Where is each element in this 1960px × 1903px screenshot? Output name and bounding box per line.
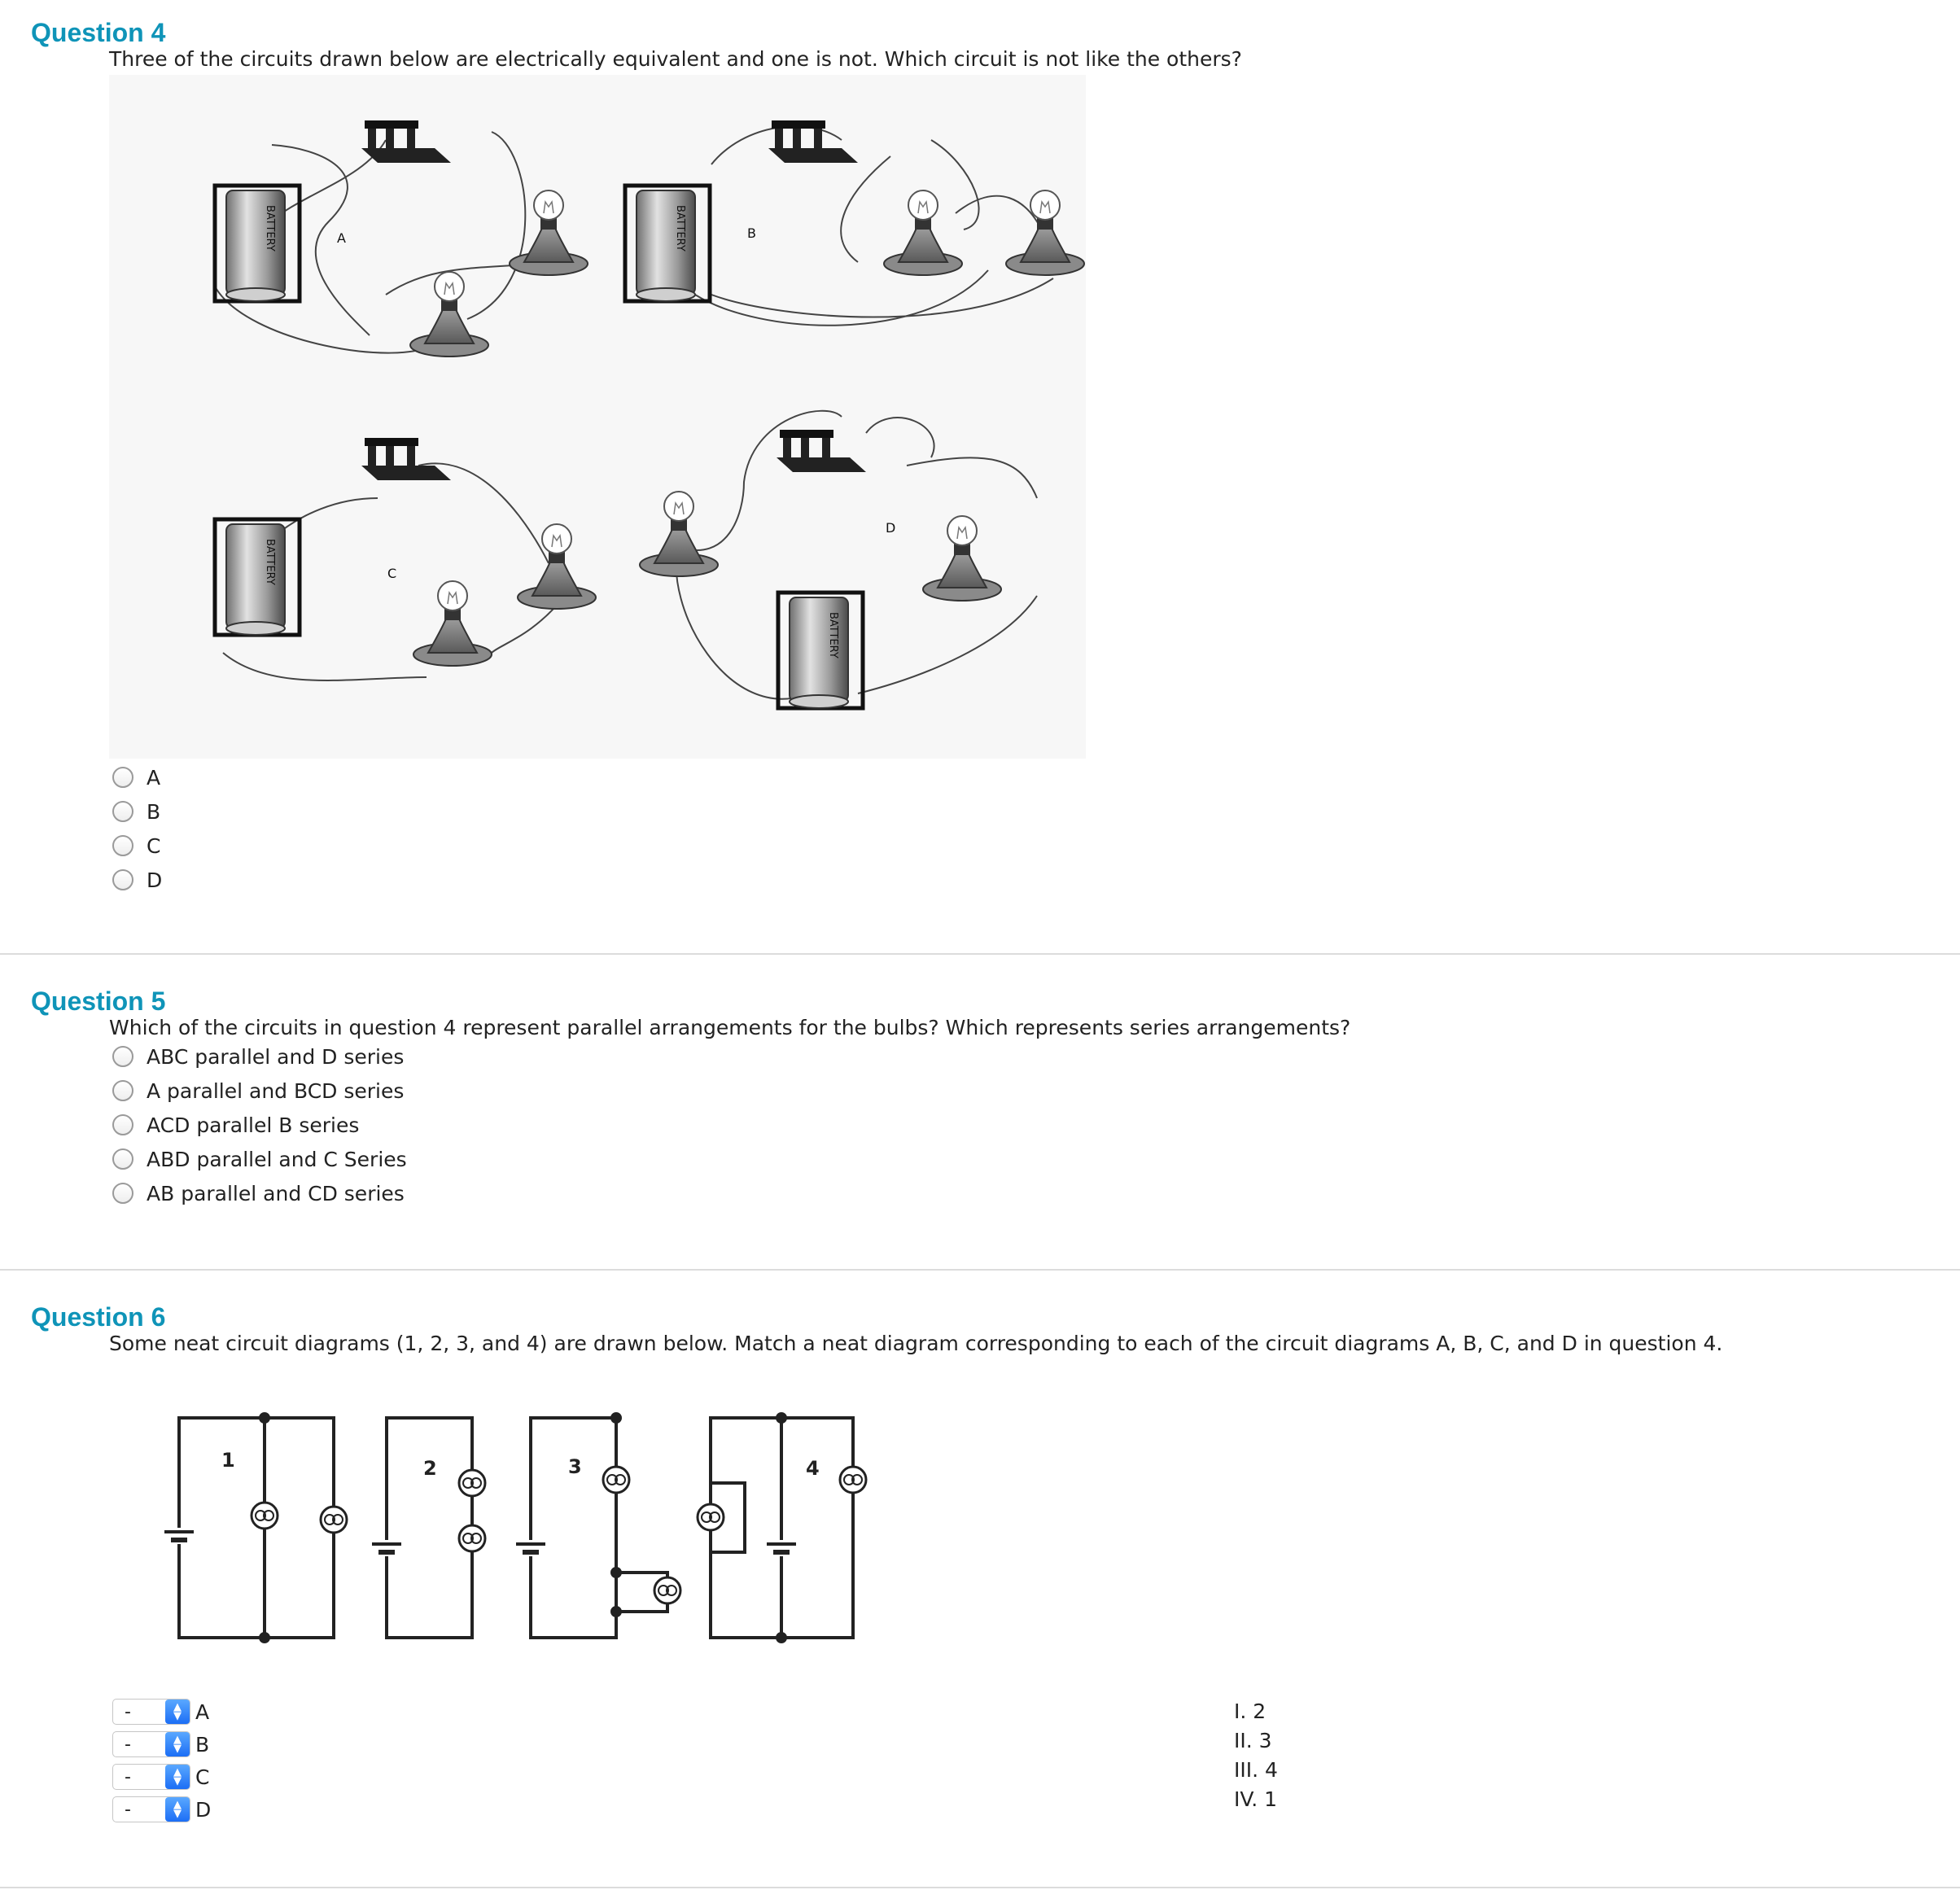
neat-diagram-3: 3 <box>516 1412 682 1639</box>
circuit-a: A <box>215 120 588 357</box>
match-select-b[interactable]: - ▲▼ <box>112 1731 190 1757</box>
q4-option-a[interactable]: A <box>112 763 160 792</box>
diagram-label-3: 3 <box>568 1455 582 1478</box>
q4-option-c[interactable]: C <box>112 831 160 860</box>
q5-radio-2[interactable] <box>112 1080 133 1101</box>
neat-diagram-2: 2 <box>372 1416 487 1639</box>
question-5-title: Question 5 <box>31 986 166 1016</box>
diagram-label-4: 4 <box>806 1457 820 1480</box>
match-select-d[interactable]: - ▲▼ <box>112 1796 190 1822</box>
q4-radio-a[interactable] <box>112 767 133 788</box>
match-select-a[interactable]: - ▲▼ <box>112 1699 190 1725</box>
q5-option-label: ABC parallel and D series <box>147 1044 405 1069</box>
q5-radio-4[interactable] <box>112 1148 133 1170</box>
q5-option-label: A parallel and BCD series <box>147 1078 405 1103</box>
match-row-b: - ▲▼ B <box>112 1730 209 1758</box>
q4-option-label: C <box>147 833 161 858</box>
match-label: C <box>195 1765 210 1789</box>
q5-radio-5[interactable] <box>112 1183 133 1204</box>
q4-radio-d[interactable] <box>112 869 133 890</box>
diagram-label-2: 2 <box>423 1457 437 1480</box>
q4-option-label: A <box>147 765 161 790</box>
section-divider <box>0 1887 1960 1888</box>
q4-option-label: B <box>147 799 161 824</box>
answer-item: I. 2 <box>1234 1700 1267 1723</box>
question-6-prompt: Some neat circuit diagrams (1, 2, 3, and… <box>109 1332 1723 1355</box>
circuit-label-d: D <box>886 520 895 536</box>
circuit-d: D <box>639 409 1038 708</box>
select-value: - <box>125 1734 131 1755</box>
q5-option-5[interactable]: AB parallel and CD series <box>112 1179 405 1208</box>
q5-option-label: ACD parallel B series <box>147 1113 360 1137</box>
chevron-up-down-icon[interactable]: ▲▼ <box>165 1732 190 1756</box>
match-select-c[interactable]: - ▲▼ <box>112 1764 190 1790</box>
q5-option-4[interactable]: ABD parallel and C Series <box>112 1144 407 1174</box>
circuit-c: C <box>215 438 597 681</box>
select-value: - <box>125 1701 131 1722</box>
q4-radio-c[interactable] <box>112 835 133 856</box>
q5-option-1[interactable]: ABC parallel and D series <box>112 1042 404 1071</box>
circuit-label-b: B <box>747 225 756 241</box>
match-row-c: - ▲▼ C <box>112 1763 209 1791</box>
q5-option-2[interactable]: A parallel and BCD series <box>112 1076 404 1105</box>
question-5-prompt: Which of the circuits in question 4 repr… <box>109 1016 1351 1039</box>
q5-option-label: ABD parallel and C Series <box>147 1147 407 1171</box>
q5-radio-1[interactable] <box>112 1046 133 1067</box>
match-row-d: - ▲▼ D <box>112 1796 211 1823</box>
q4-option-d[interactable]: D <box>112 865 162 895</box>
question-4-title: Question 4 <box>31 18 166 47</box>
circuit-b: B <box>625 120 1085 326</box>
question-6-title: Question 6 <box>31 1302 166 1332</box>
select-value: - <box>125 1766 131 1787</box>
section-divider <box>0 953 1960 955</box>
answer-item: IV. 1 <box>1234 1787 1278 1811</box>
chevron-up-down-icon[interactable]: ▲▼ <box>165 1700 190 1724</box>
circuit-label-c: C <box>387 566 396 581</box>
neat-diagram-1: 1 <box>164 1412 348 1643</box>
neat-diagram-4: 4 <box>696 1412 868 1643</box>
diagram-label-1: 1 <box>221 1449 235 1472</box>
q4-option-b[interactable]: B <box>112 797 160 826</box>
circuit-label-a: A <box>337 230 346 246</box>
neat-diagrams-figure: 1 2 3 <box>155 1402 887 1646</box>
question-4-prompt: Three of the circuits drawn below are el… <box>109 47 1242 71</box>
answer-item: III. 4 <box>1234 1758 1278 1782</box>
q5-option-label: AB parallel and CD series <box>147 1181 405 1205</box>
chevron-up-down-icon[interactable]: ▲▼ <box>165 1765 190 1789</box>
circuit-photo-figure: BATTERY A B <box>109 75 1086 759</box>
chevron-up-down-icon[interactable]: ▲▼ <box>165 1797 190 1822</box>
q5-radio-3[interactable] <box>112 1114 133 1135</box>
q5-option-3[interactable]: ACD parallel B series <box>112 1110 359 1140</box>
select-value: - <box>125 1799 131 1820</box>
section-divider <box>0 1269 1960 1271</box>
answer-item: II. 3 <box>1234 1729 1272 1752</box>
match-row-a: - ▲▼ A <box>112 1698 209 1726</box>
match-label: D <box>195 1797 212 1822</box>
match-label: B <box>195 1732 210 1756</box>
match-label: A <box>195 1700 210 1724</box>
q4-option-label: D <box>147 868 163 892</box>
q4-radio-b[interactable] <box>112 801 133 822</box>
